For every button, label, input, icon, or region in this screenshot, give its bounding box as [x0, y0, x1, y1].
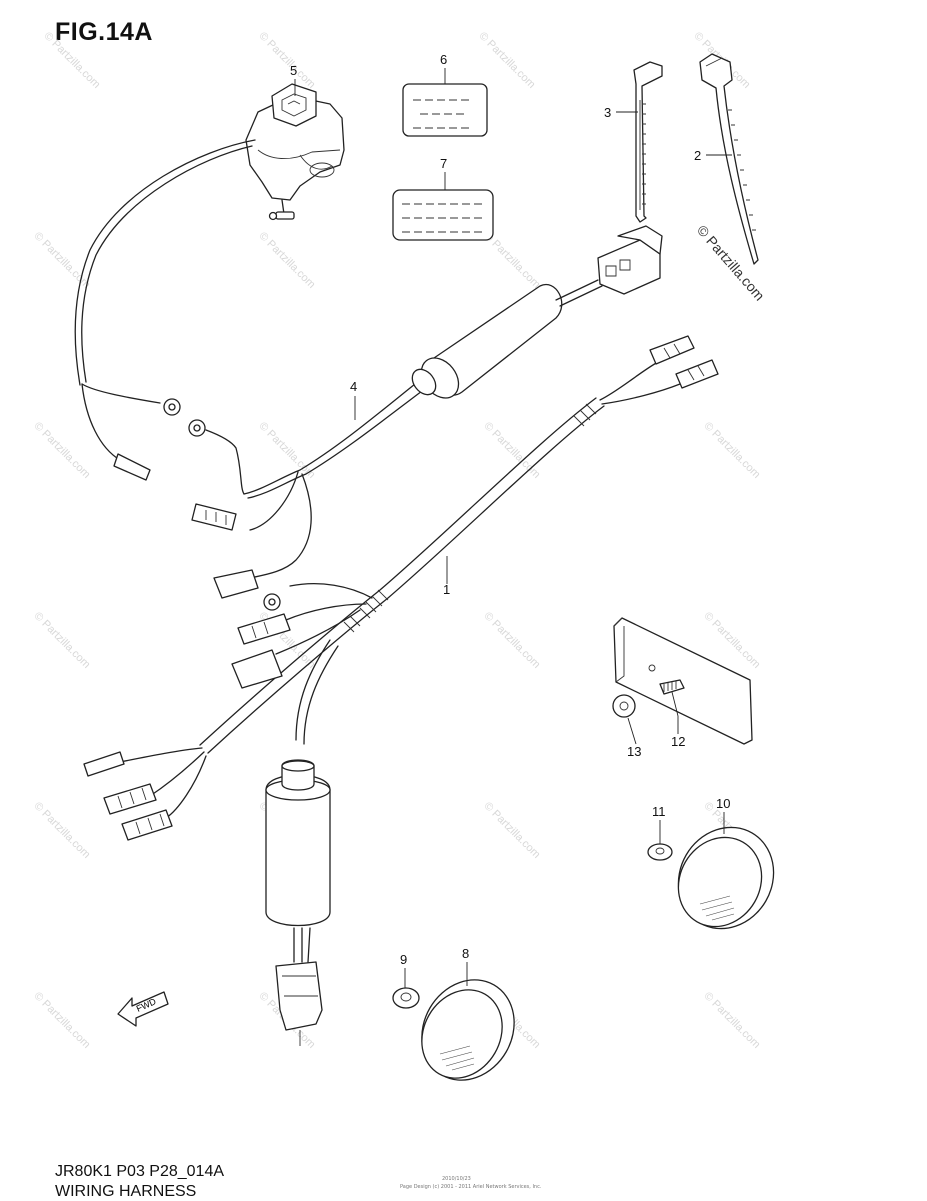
part-10-reflector — [677, 826, 775, 930]
part-8-reflector — [421, 979, 515, 1081]
fine-print: Page Design (c) 2001 - 2011 Ariel Networ… — [400, 1184, 542, 1190]
part-4-sub-harness — [74, 139, 663, 599]
fine-print: 2010/10/23 — [442, 1176, 471, 1182]
callout-5: 5 — [290, 63, 297, 78]
callout-9: 9 — [400, 952, 407, 967]
part-2-cable-tie — [699, 53, 759, 265]
part-1-main-harness — [83, 335, 719, 1046]
callout-3: 3 — [604, 105, 611, 120]
callouts: 5 6 7 3 2 4 1 12 13 11 10 9 8 — [290, 52, 732, 988]
callout-13: 13 — [627, 744, 641, 759]
model-code: JR80K1 P03 P28_014A — [55, 1163, 225, 1180]
part-7-label — [392, 189, 494, 241]
callout-4: 4 — [350, 379, 357, 394]
callout-8: 8 — [462, 946, 469, 961]
part-13-nut — [612, 694, 636, 718]
diagram-name: WIRING HARNESS — [55, 1183, 197, 1200]
callout-12: 12 — [671, 734, 685, 749]
part-3-cable-tie — [633, 61, 663, 223]
part-5-switch — [245, 83, 345, 221]
part-6-label — [402, 83, 488, 137]
fwd-arrow-icon: FWD — [117, 991, 169, 1027]
part-12-plate — [613, 617, 753, 745]
title: FIG.14A — [55, 18, 153, 46]
callout-1: 1 — [443, 582, 450, 597]
callout-11: 11 — [652, 804, 666, 819]
part-11-nut — [647, 843, 673, 861]
part-9-nut — [392, 987, 420, 1009]
callout-2: 2 — [694, 148, 701, 163]
callout-6: 6 — [440, 52, 447, 67]
callout-10: 10 — [716, 796, 730, 811]
callout-7: 7 — [440, 156, 447, 171]
